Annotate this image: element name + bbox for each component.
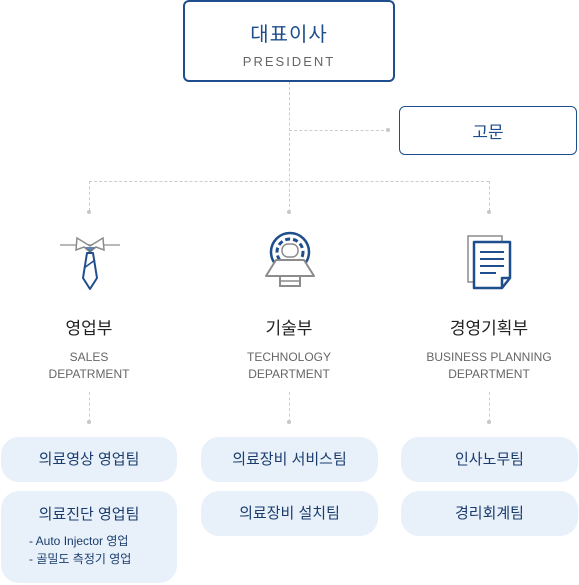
- connector-dot-advisor: [386, 128, 390, 132]
- team-pill: 경리회계팀: [401, 491, 578, 536]
- department-sales: 영업부 SALES DEPATRMENT: [0, 314, 184, 383]
- department-title: 영업부: [65, 319, 113, 338]
- connector-horizontal-advisor: [289, 130, 389, 131]
- department-english: SALES DEPATRMENT: [48, 350, 130, 381]
- connector-vertical-president: [289, 82, 290, 212]
- team-note: - Auto Injector 영업: [29, 534, 129, 548]
- connector-dot-dept-2: [287, 210, 291, 214]
- team-name: 의료진단 영업팀: [38, 506, 140, 523]
- connector-dot-teams-1: [87, 420, 91, 424]
- department-technology: 기술부 TECHNOLOGY DEPARTMENT: [194, 314, 384, 383]
- connector-horizontal-depts: [89, 181, 489, 182]
- connector-right-down: [489, 181, 490, 211]
- connector-dept-3-teams: [489, 392, 490, 422]
- president-subtitle: PRESIDENT: [242, 54, 336, 69]
- connector-dot-dept-3: [487, 210, 491, 214]
- team-pill: 의료장비 설치팀: [201, 491, 378, 536]
- advisor-label: 고문: [472, 123, 504, 142]
- team-pill: 의료영상 영업팀: [1, 437, 177, 482]
- advisor-box: 고문: [399, 106, 577, 155]
- connector-dot-teams-2: [287, 420, 291, 424]
- team-name: 의료영상 영업팀: [38, 451, 140, 468]
- connector-dept-2-teams: [289, 392, 290, 422]
- department-title: 기술부: [265, 319, 313, 338]
- department-title: 경영기획부: [449, 319, 529, 338]
- team-name: 인사노무팀: [454, 451, 524, 468]
- connector-dept-1-teams: [89, 392, 90, 422]
- department-english: BUSINESS PLANNING DEPARTMENT: [426, 350, 552, 381]
- team-pill: 의료진단 영업팀 - Auto Injector 영업 - 골밀도 측정기 영업: [1, 491, 177, 583]
- necktie-icon: [60, 232, 120, 292]
- team-pill: 의료장비 서비스팀: [201, 437, 378, 482]
- president-title: 대표이사: [250, 24, 328, 46]
- connector-dot-dept-1: [87, 210, 91, 214]
- department-english: TECHNOLOGY DEPARTMENT: [246, 350, 331, 381]
- team-name: 의료장비 서비스팀: [232, 451, 347, 468]
- team-pill: 인사노무팀: [401, 437, 578, 482]
- team-note: - 골밀도 측정기 영업: [29, 552, 132, 566]
- president-box: 대표이사 PRESIDENT: [183, 0, 395, 82]
- connector-left-down: [89, 181, 90, 211]
- department-business-planning: 경영기획부 BUSINESS PLANNING DEPARTMENT: [394, 314, 579, 383]
- medical-scanner-icon: [260, 230, 320, 294]
- team-name: 경리회계팀: [454, 505, 524, 522]
- document-icon: [464, 234, 516, 292]
- connector-dot-teams-3: [487, 420, 491, 424]
- team-name: 의료장비 설치팀: [239, 505, 340, 522]
